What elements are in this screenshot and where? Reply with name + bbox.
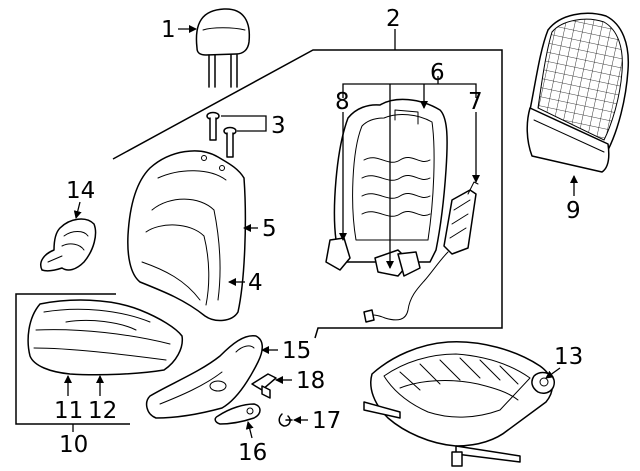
- leader-13: [545, 367, 561, 379]
- callout-3: 3: [271, 113, 286, 139]
- callout-6: 6: [430, 60, 445, 86]
- leader-14: [73, 201, 82, 219]
- callout-14: 14: [66, 178, 95, 204]
- side-shield-part[interactable]: [145, 335, 263, 419]
- side-cover-part[interactable]: [40, 218, 97, 272]
- seat-track-part[interactable]: [363, 341, 555, 467]
- callout-1: 1: [161, 17, 176, 43]
- rear-panel-part[interactable]: [526, 12, 630, 173]
- callout-2: 2: [386, 6, 401, 32]
- switch-part[interactable]: [251, 373, 277, 399]
- callout-15: 15: [282, 338, 311, 364]
- seatback-frame-part[interactable]: [325, 98, 448, 277]
- callout-7: 7: [468, 89, 483, 115]
- callout-5: 5: [262, 216, 277, 242]
- callout-17: 17: [312, 408, 341, 434]
- clip-part[interactable]: [278, 413, 293, 427]
- callout-4: 4: [248, 270, 263, 296]
- headrest-part[interactable]: [195, 8, 251, 88]
- leader-3: [221, 115, 267, 132]
- callout-18: 18: [296, 368, 325, 394]
- callout-8: 8: [335, 89, 350, 115]
- callout-16: 16: [238, 440, 267, 466]
- leader-16: [245, 421, 254, 439]
- handle-part[interactable]: [214, 403, 261, 425]
- seatback-cover-part[interactable]: [127, 150, 247, 322]
- bolt-part[interactable]: [206, 111, 237, 158]
- airbag-module-part[interactable]: [363, 181, 479, 323]
- callout-9: 9: [566, 198, 581, 224]
- leader-6-bracket: [342, 83, 477, 98]
- callout-10: 10: [59, 432, 88, 458]
- seat-cushion-part[interactable]: [27, 299, 184, 376]
- callout-13: 13: [554, 344, 583, 370]
- seatback-assembly-frame: [112, 49, 503, 339]
- callout-11: 11: [54, 398, 83, 424]
- callout-12: 12: [88, 398, 117, 424]
